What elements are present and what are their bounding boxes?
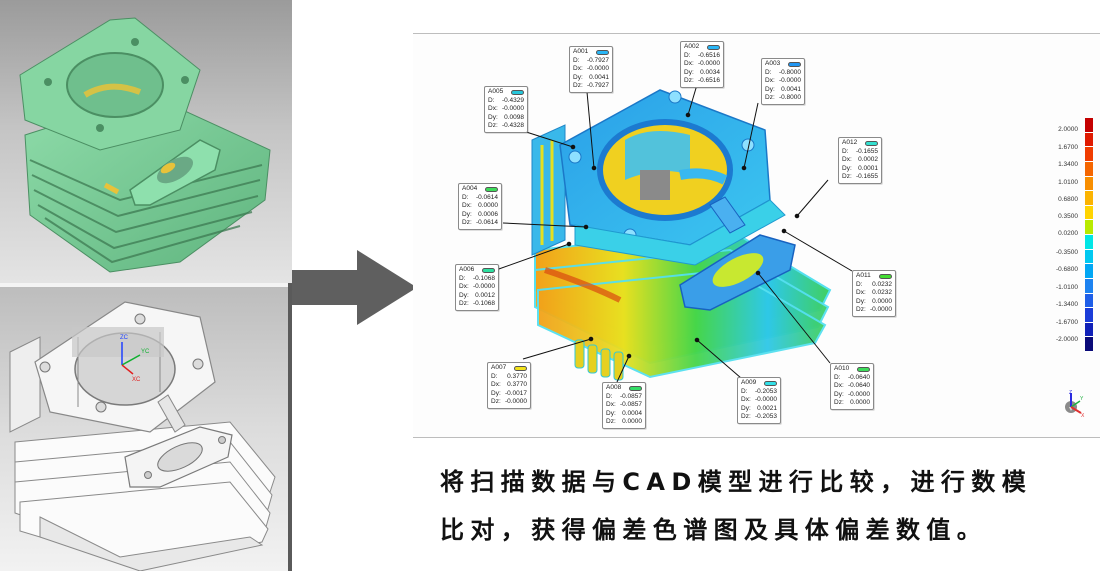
cad-cylinder-model-icon: ZC YC XC (9, 301, 276, 571)
legend-color-segment (1085, 161, 1093, 177)
legend-color-segment (1085, 278, 1093, 294)
callout-id: A003 (765, 60, 781, 67)
legend-color-segment (1085, 205, 1093, 221)
svg-text:X: X (1081, 413, 1085, 418)
left-image-column: ZC YC XC (0, 0, 292, 571)
deviation-color-swatch (514, 365, 527, 371)
callout-id: A005 (488, 88, 504, 95)
callout-id: A012 (842, 139, 858, 146)
deviation-color-swatch (857, 366, 870, 372)
legend-tick: -0.3500 (1055, 249, 1078, 256)
deviation-color-swatch (865, 140, 878, 146)
svg-text:Z: Z (1069, 390, 1072, 396)
svg-text:XC: XC (132, 377, 141, 383)
deviation-color-swatch (788, 61, 801, 67)
callout-A005: A005 D:-0.4329 Dx:-0.0000 Dy:0.0098 Dz:-… (484, 86, 528, 133)
callout-id: A002 (684, 43, 700, 50)
legend-color-segment (1085, 220, 1093, 235)
deviation-color-swatch (485, 186, 498, 192)
caption-line-1: 将扫描数据与CAD模型进行比较，进行数模 (440, 468, 1033, 496)
callout-A003: A003 D:-0.8000 Dx:-0.0000 Dy:0.0041 Dz:-… (761, 58, 805, 105)
callout-A012: A012 D:-0.1655 Dx:0.0002 Dy:0.0001 Dz:-0… (838, 137, 882, 184)
deviation-color-swatch (511, 89, 524, 95)
deviation-color-swatch (707, 44, 720, 50)
callout-A011: A011 D:0.0232 Dx:0.0232 Dy:0.0000 Dz:-0.… (852, 270, 896, 317)
legend-color-segment (1085, 337, 1093, 352)
legend-color-segment (1085, 235, 1093, 250)
svg-text:Y: Y (1080, 396, 1084, 402)
legend-tick: 1.6700 (1058, 144, 1078, 151)
deviation-color-swatch (879, 273, 892, 279)
callout-A007: A007 D:0.3770 Dx:0.3770 Dy:-0.0017 Dz:-0… (487, 362, 531, 409)
callout-A010: A010 D:-0.0640 Dx:-0.0640 Dy:-0.0000 Dz:… (830, 363, 874, 410)
legend-color-segment (1085, 308, 1093, 323)
legend-color-segment (1085, 176, 1093, 192)
legend-tick: -1.0100 (1055, 284, 1078, 291)
legend-tick: 0.3500 (1058, 213, 1078, 220)
legend-tick: 1.3400 (1058, 161, 1078, 168)
right-arrow-icon (292, 250, 417, 325)
scanned-cylinder-mesh-icon (19, 17, 271, 273)
legend-color-segment (1085, 322, 1093, 338)
legend-tick: -2.0000 (1055, 336, 1078, 343)
deviation-color-swatch (764, 380, 777, 386)
deviation-colored-cylinder-model (531, 89, 832, 381)
panel-edge-shadow (288, 283, 292, 571)
legend-color-segment (1085, 264, 1093, 279)
legend-tick: 0.6800 (1058, 196, 1078, 203)
panel-divider (0, 283, 292, 287)
callout-A004: A004 D:-0.0614 Dx:0.0000 Dy:0.0006 Dz:-0… (458, 183, 502, 230)
legend-tick: -1.3400 (1055, 301, 1078, 308)
legend-color-segment (1085, 132, 1093, 148)
callout-A009: A009 D:-0.2053 Dx:-0.0000 Dy:0.0021 Dz:-… (737, 377, 781, 424)
deviation-color-swatch (596, 49, 609, 55)
callout-A006: A006 D:-0.1068 Dx:-0.0000 Dy:0.0012 Dz:-… (455, 264, 499, 311)
callout-A008: A008 D:-0.0857 Dx:-0.0857 Dy:0.0004 Dz:0… (602, 382, 646, 429)
legend-color-segment (1085, 293, 1093, 309)
callout-id: A001 (573, 48, 589, 55)
callout-id: A008 (606, 384, 622, 391)
svg-text:YC: YC (141, 349, 150, 355)
callout-id: A007 (491, 364, 507, 371)
cad-model-image: ZC YC XC (0, 287, 292, 571)
callout-id: A010 (834, 365, 850, 372)
legend-tick: 0.0200 (1058, 230, 1078, 237)
deviation-color-legend: 2.0000 1.6700 1.3400 1.0100 0.6800 0.350… (1030, 118, 1100, 358)
axis-triad-icon[interactable]: Z Y X (1058, 388, 1088, 418)
callout-A001: A001 D:-0.7927 Dx:-0.0000 Dy:0.0041 Dz:-… (569, 46, 613, 93)
callout-id: A011 (856, 272, 871, 279)
deviation-color-swatch (482, 267, 495, 273)
legend-color-bar (1085, 118, 1093, 352)
legend-color-segment (1085, 118, 1093, 133)
legend-tick: 2.0000 (1058, 126, 1078, 133)
callout-id: A004 (462, 185, 478, 192)
callout-id: A009 (741, 379, 757, 386)
legend-color-segment (1085, 191, 1093, 206)
legend-color-segment (1085, 249, 1093, 265)
callout-A002: A002 D:-0.6516 Dx:-0.0000 Dy:0.0034 Dz:-… (680, 41, 724, 88)
callout-id: A006 (459, 266, 475, 273)
legend-tick: 1.0100 (1058, 179, 1078, 186)
legend-tick: -0.6800 (1055, 266, 1078, 273)
svg-text:ZC: ZC (120, 335, 129, 341)
legend-tick: -1.6700 (1055, 319, 1078, 326)
legend-color-segment (1085, 147, 1093, 162)
deviation-color-swatch (629, 385, 642, 391)
caption-line-2: 比对，获得偏差色谱图及具体偏差数值。 (440, 516, 988, 544)
scan-data-image (0, 0, 292, 283)
